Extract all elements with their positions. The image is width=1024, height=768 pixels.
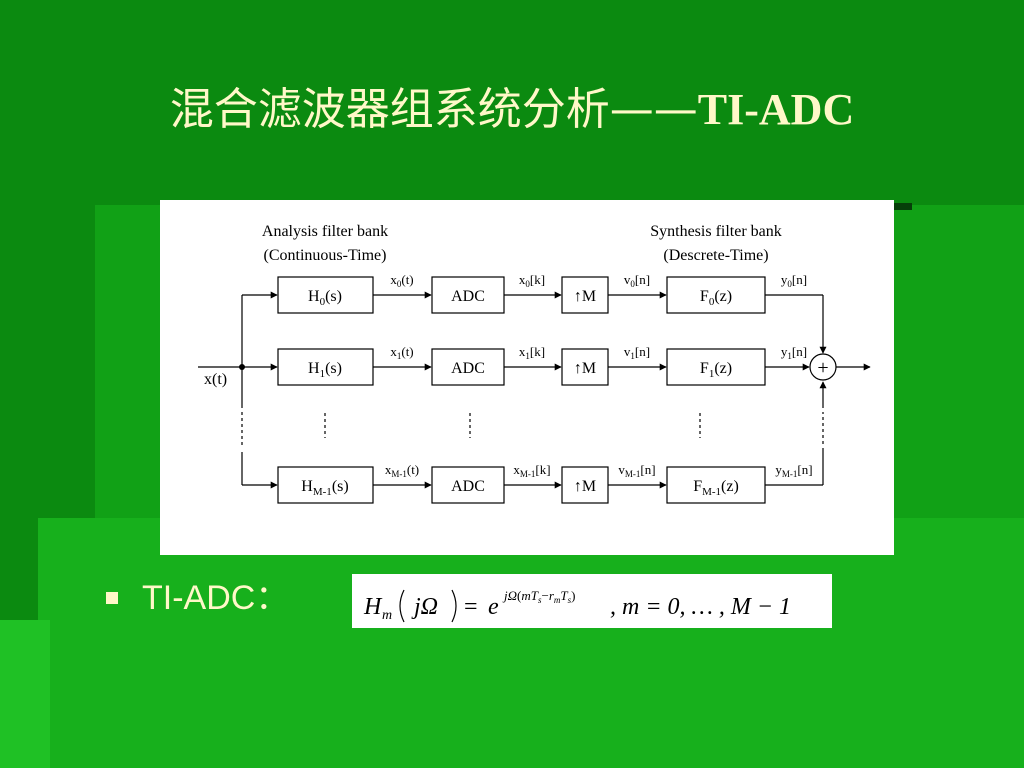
upsampler-block-m-1-label: ↑M <box>574 478 596 495</box>
upsampler-block-1-label: ↑M <box>574 360 596 377</box>
adc-block-m-1 <box>431 466 505 504</box>
input-label: x(t) <box>204 371 227 388</box>
signal-ym1n: yM-1[n] <box>775 462 812 479</box>
channel-m-1: HM-1(s) xM-1(t) ADC xM-1[k] ↑M vM-1[n] F… <box>277 381 827 504</box>
signal-xm1k: xM-1[k] <box>513 462 550 479</box>
formula-lhs-argument: jΩ <box>411 594 438 620</box>
signal-y1n: y1[n] <box>781 344 807 361</box>
signal-x0k: x0[k] <box>519 272 545 289</box>
channel-0: H0(s) x0(t) ADC x0[k] ↑M v0[n] F0(z) y0[… <box>277 272 827 354</box>
signal-v0n: v0[n] <box>624 272 650 289</box>
signal-vm1n: vM-1[n] <box>618 462 655 479</box>
adder: + <box>809 353 871 381</box>
filter-bank-svg: Analysis filter bank (Continuous-Time) S… <box>198 223 871 504</box>
synthesis-filter-f0 <box>666 276 766 314</box>
filter-bank-diagram: Analysis filter bank (Continuous-Time) S… <box>160 200 894 555</box>
adc-block-m-1-label: ADC <box>451 478 485 495</box>
analysis-filter-h0-label: H0(s) <box>308 288 342 308</box>
slide-title-dash: —— <box>609 84 698 135</box>
formula-lhs-subscript: m <box>382 608 392 623</box>
synthesis-filter-fm1-label: FM-1(z) <box>693 478 739 498</box>
signal-x1t: x1(t) <box>390 344 413 361</box>
formula: H m jΩ = e jΩ(mTs−rmTs) , m = 0, … , M −… <box>352 574 832 628</box>
synthesis-header-line2: (Descrete-Time) <box>663 247 768 264</box>
formula-svg: H m jΩ = e jΩ(mTs−rmTs) , m = 0, … , M −… <box>363 588 791 623</box>
adc-block-0-label: ADC <box>451 288 485 305</box>
analysis-filter-h0 <box>277 276 374 314</box>
analysis-filter-hm1-label: HM-1(s) <box>301 478 348 498</box>
slide-title-cjk: 混合滤波器组系统分析 <box>169 84 610 135</box>
formula-condition: , m = 0, … , M − 1 <box>610 594 791 620</box>
slide-title: 混合滤波器组系统分析——TI-ADC <box>0 82 1024 138</box>
analysis-header-line1: Analysis filter bank <box>262 223 388 240</box>
slide-title-latin: TI-ADC <box>697 85 855 134</box>
formula-exponent: jΩ(mTs−rmTs) <box>502 588 576 605</box>
adc-block-1 <box>431 348 505 386</box>
background-panel <box>38 518 1024 768</box>
adc-block-0 <box>431 276 505 314</box>
input-section: x(t) <box>198 291 278 489</box>
formula-right-paren <box>451 589 457 623</box>
channel-ellipsis <box>324 413 701 438</box>
analysis-header-line2: (Continuous-Time) <box>264 247 387 264</box>
background-accent <box>890 203 912 210</box>
signal-y0n: y0[n] <box>781 272 807 289</box>
analysis-filter-h1-label: H1(s) <box>308 360 342 380</box>
analysis-filter-h1 <box>277 348 374 386</box>
synthesis-filter-fm1 <box>666 466 766 504</box>
synthesis-header-line1: Synthesis filter bank <box>650 223 782 240</box>
formula-lhs-symbol: H <box>363 594 383 620</box>
synthesis-filter-f0-label: F0(z) <box>700 288 732 308</box>
synthesis-filter-f1 <box>666 348 766 386</box>
signal-v1n: v1[n] <box>624 344 650 361</box>
bullet-square-icon <box>106 592 118 604</box>
upsampler-block-0-label: ↑M <box>574 288 596 305</box>
background-panel <box>0 620 50 768</box>
upsampler-block-1 <box>561 348 609 386</box>
signal-x1k: x1[k] <box>519 344 545 361</box>
formula-left-paren <box>399 589 405 623</box>
signal-xm1t: xM-1(t) <box>385 462 419 479</box>
adc-block-1-label: ADC <box>451 360 485 377</box>
signal-x0t: x0(t) <box>390 272 413 289</box>
formula-base: e <box>488 594 499 620</box>
bullet-label: TI-ADC： <box>142 579 290 617</box>
upsampler-block-m-1 <box>561 466 609 504</box>
formula-equals: = <box>464 594 478 620</box>
synthesis-filter-f1-label: F1(z) <box>700 360 732 380</box>
channel-1: H1(s) x1(t) ADC x1[k] ↑M v1[n] F1(z) y1[… <box>277 344 810 386</box>
adder-symbol: + <box>817 357 828 379</box>
